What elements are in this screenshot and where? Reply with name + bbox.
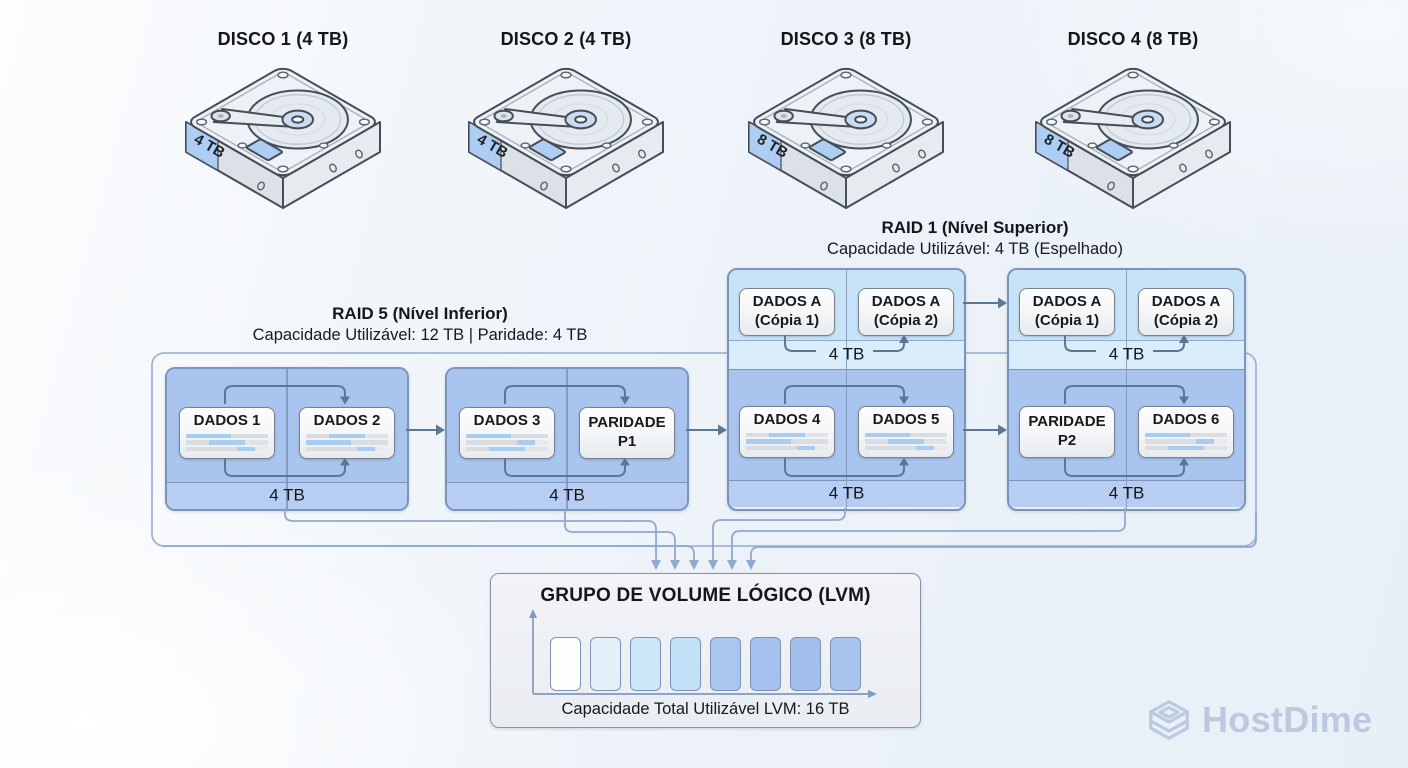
chip-label2: P1: [617, 433, 637, 450]
hostdime-watermark: HostDime: [1146, 697, 1372, 743]
disk1-illustration: 4 TB: [168, 62, 398, 222]
capacity-label: 4 TB: [269, 485, 305, 505]
lvm-extent-bar: [710, 637, 741, 691]
chip-dados-1: DADOS 1: [179, 407, 275, 459]
hard-drive-icon: 8 TB: [748, 65, 944, 209]
chip-dados-a-copy1: DADOS A (Cópia 1): [739, 288, 835, 336]
capacity-label: 4 TB: [1108, 483, 1145, 503]
raid5-heading: RAID 5 (Nível Inferior) Capacidade Utili…: [160, 303, 680, 347]
disk2-illustration: 4 TB: [451, 62, 681, 222]
raid5-title: RAID 5 (Nível Inferior): [332, 304, 508, 323]
raid5-member1-box: DADOS 1 DADOS 2 4 TB: [165, 367, 409, 511]
lvm-caption: Capacidade Total Utilizável LVM: 16 TB: [561, 700, 850, 718]
lvm-extent-bar: [630, 637, 661, 691]
lvm-group-box: GRUPO DE VOLUME LÓGICO (LVM) Capacidade …: [490, 573, 921, 728]
data-stripes: [1145, 432, 1227, 453]
data-stripes: [306, 433, 388, 454]
chip-label: DADOS 1: [193, 412, 261, 429]
capacity-label: 4 TB: [549, 485, 585, 505]
chip-dados-4: DADOS 4: [739, 406, 835, 458]
raid1-title: RAID 1 (Nível Superior): [881, 218, 1069, 237]
lvm-extent-bar: [670, 637, 701, 691]
data-stripes: [746, 432, 828, 453]
hostdime-logo-text: HostDime: [1202, 699, 1373, 740]
disk2-title: DISCO 2 (4 TB): [500, 29, 632, 49]
raid5-member2-capacity-strip: 4 TB: [447, 482, 687, 509]
chip-label: PARIDADE: [588, 414, 666, 432]
chip-dados-a-copy2: DADOS A (Cópia 2): [858, 288, 954, 336]
disk4-title: DISCO 4 (8 TB): [1067, 29, 1199, 49]
disk3-illustration: 8 TB: [731, 62, 961, 222]
hard-drive-icon: 4 TB: [468, 65, 664, 209]
chip-dados-3: DADOS 3: [459, 407, 555, 459]
chip-dados-2: DADOS 2: [299, 407, 395, 459]
raid1-heading: RAID 1 (Nível Superior) Capacidade Utili…: [715, 217, 1235, 261]
disk4-partition-box: DADOS A (Cópia 1) DADOS A (Cópia 2) 4 TB…: [1007, 268, 1246, 511]
disk4-illustration: 8 TB: [1018, 62, 1248, 222]
lvm-extent-bar: [750, 637, 781, 691]
chip-dados-a-copy1: DADOS A (Cópia 1): [1019, 288, 1115, 336]
lvm-extent-bar: [830, 637, 861, 691]
raid1-subtitle: Capacidade Utilizável: 4 TB (Espelhado): [827, 240, 1123, 259]
disk1-title: DISCO 1 (4 TB): [217, 29, 349, 49]
lvm-extent-bar: [790, 637, 821, 691]
chip-label2: (Cópia 2): [1153, 312, 1219, 329]
chip-label: DADOS 4: [753, 411, 821, 428]
chip-paridade-p1: PARIDADE P1: [579, 407, 675, 459]
chip-dados-a-copy2: DADOS A (Cópia 2): [1138, 288, 1234, 336]
chip-label: DADOS A: [1151, 293, 1221, 311]
chip-label2: (Cópia 1): [754, 312, 820, 329]
chip-label2: (Cópia 1): [1034, 312, 1100, 329]
capacity-label: 4 TB: [828, 483, 865, 503]
lvm-title: GRUPO DE VOLUME LÓGICO (LVM): [540, 585, 871, 606]
disk3-partition-box: DADOS A (Cópia 1) DADOS A (Cópia 2) 4 TB…: [727, 268, 966, 511]
hard-drive-icon: 8 TB: [1035, 65, 1231, 209]
hostdime-logo-icon: [1149, 700, 1189, 740]
data-stripes: [466, 433, 548, 454]
hard-drive-icon: 4 TB: [185, 65, 381, 209]
raid5-member4-capacity-strip: 4 TB: [1009, 480, 1244, 507]
disk3-title: DISCO 3 (8 TB): [780, 29, 912, 49]
chip-label: DADOS A: [1032, 293, 1102, 311]
data-stripes: [865, 432, 947, 453]
partition-divider: [1125, 270, 1127, 509]
capacity-label: 4 TB: [1108, 344, 1145, 364]
chip-label: DADOS 2: [313, 412, 381, 429]
chip-dados-6: DADOS 6: [1138, 406, 1234, 458]
chip-label: DADOS 5: [872, 411, 940, 428]
chip-dados-5: DADOS 5: [858, 406, 954, 458]
chip-label2: P2: [1057, 432, 1077, 449]
partition-divider: [845, 270, 847, 509]
chip-label: DADOS A: [752, 293, 822, 311]
raid5-member3-capacity-strip: 4 TB: [729, 480, 964, 507]
raid5-member2-box: DADOS 3 PARIDADE P1 4 TB: [445, 367, 689, 511]
raid5-subtitle: Capacidade Utilizável: 12 TB | Paridade:…: [252, 326, 588, 345]
chip-label: PARIDADE: [1028, 413, 1106, 431]
raid5-member1-capacity-strip: 4 TB: [167, 482, 407, 509]
lvm-extent-bar: [550, 637, 581, 691]
capacity-label: 4 TB: [828, 344, 865, 364]
chip-label: DADOS 6: [1152, 411, 1220, 428]
chip-label: DADOS A: [871, 293, 941, 311]
chip-label: DADOS 3: [473, 412, 541, 429]
data-stripes: [186, 433, 268, 454]
chip-label2: (Cópia 2): [873, 312, 939, 329]
lvm-extent-bar: [590, 637, 621, 691]
chip-paridade-p2: PARIDADE P2: [1019, 406, 1115, 458]
